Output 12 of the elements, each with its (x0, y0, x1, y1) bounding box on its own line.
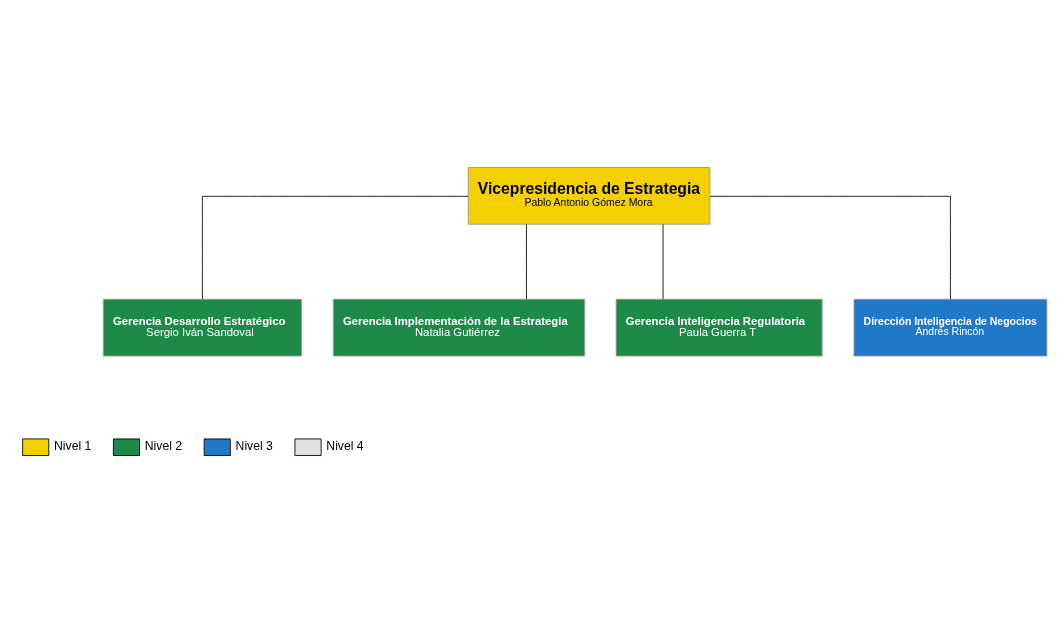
connector (709, 195, 951, 300)
connector (201, 195, 469, 300)
node-box: Gerencia Implementación de la Estrategia Natalia Gutiérrez (332, 298, 586, 356)
node-box: Gerencia Inteligencia Regulatoria Paula Guerra T (615, 298, 823, 356)
node-box: Vicepresidencia de Estrategia Pablo Antonio Gómez Mora (467, 166, 711, 225)
connector (526, 223, 527, 300)
legend-label: Nivel 4 (326, 438, 364, 453)
node-box: Dirección Inteligencia de Negocios Andrés Rincón (853, 298, 1048, 356)
legend-label: Nivel 2 (144, 438, 183, 453)
legend-label: Nivel 3 (235, 438, 273, 453)
node-box: Gerencia Desarrollo Estratégico Sergio Iván Sandoval (102, 298, 302, 356)
legend-label: Nivel 1 (54, 438, 92, 453)
